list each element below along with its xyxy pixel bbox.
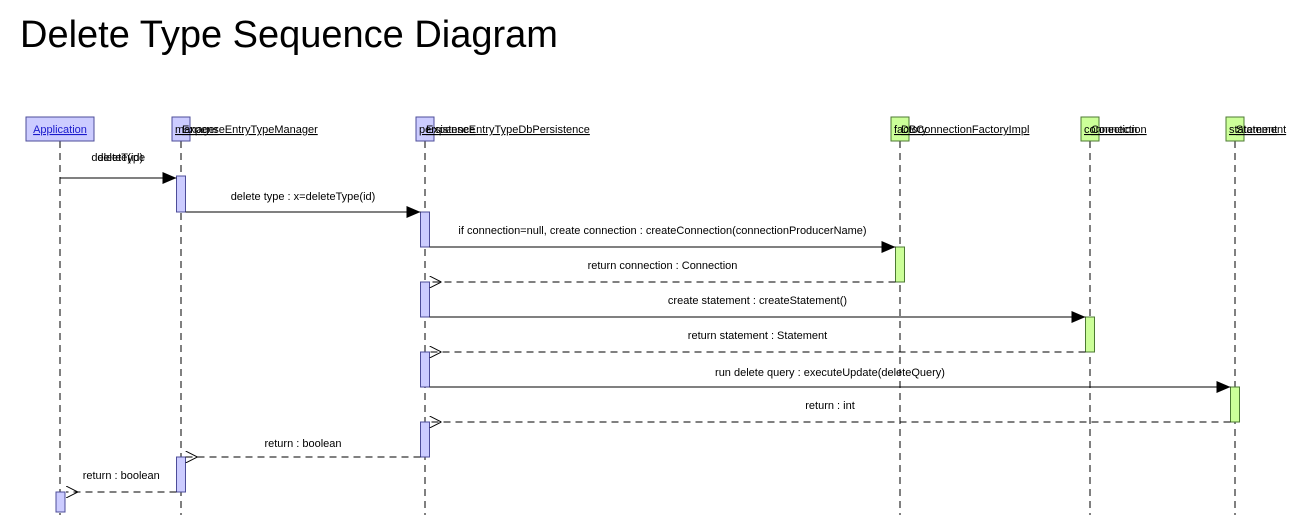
- activation-factory-2: [895, 246, 905, 283]
- participant-head-connection[interactable]: [1080, 116, 1100, 142]
- participant-instance-statement: statement: [1229, 124, 1277, 136]
- participant-instance-persistence: persistence: [419, 124, 475, 136]
- participant-head-application[interactable]: [25, 116, 95, 142]
- participant-instance-factory: factory: [894, 124, 928, 136]
- activation-statement-6: [1230, 386, 1240, 423]
- activation-connection-4: [1085, 316, 1095, 353]
- message-label-8: return : boolean: [264, 438, 341, 450]
- activation-persistence-3: [420, 281, 430, 318]
- activation-Application-9: [55, 491, 66, 513]
- participant-head-factory[interactable]: [890, 116, 910, 142]
- participant-type-manager: ExpenseEntryTypeManager: [182, 124, 318, 136]
- participant-type-statement: Statement: [1236, 124, 1286, 136]
- participant-instance-manager: manager: [175, 124, 219, 136]
- activation-persistence-5: [420, 351, 430, 388]
- message-label-2: if connection=null, create connection : …: [458, 225, 866, 237]
- participant-head-statement[interactable]: [1225, 116, 1245, 142]
- diagram-title: Delete Type Sequence Diagram: [20, 14, 558, 56]
- participant-type-connection: Connection: [1091, 124, 1147, 136]
- message-label-5: return statement : Statement: [688, 330, 827, 342]
- activation-manager-8: [176, 456, 186, 493]
- message-label-4: create statement : createStatement(): [668, 295, 847, 307]
- participant-head-persistence[interactable]: [415, 116, 435, 142]
- participant-type-factory: DBConnectionFactoryImpl: [901, 124, 1029, 136]
- message-label-alt-0: delete(id): [97, 152, 143, 164]
- message-label-6: run delete query : executeUpdate(deleteQ…: [715, 367, 945, 379]
- message-label-0: deleteType: [91, 152, 145, 164]
- message-label-9: return : boolean: [83, 470, 160, 482]
- activation-manager-0: [176, 175, 186, 213]
- participant-instance-connection: connection: [1084, 124, 1137, 136]
- participant-label-application: Application: [33, 124, 87, 136]
- activation-persistence-1: [420, 211, 430, 248]
- message-label-1: delete type : x=deleteType(id): [231, 191, 376, 203]
- message-label-3: return connection : Connection: [588, 260, 738, 272]
- activation-persistence-7: [420, 421, 430, 458]
- message-label-7: return : int: [805, 400, 855, 412]
- participant-type-persistence: ExpenseEntryTypeDbPersistence: [426, 124, 590, 136]
- participant-head-manager[interactable]: [171, 116, 191, 142]
